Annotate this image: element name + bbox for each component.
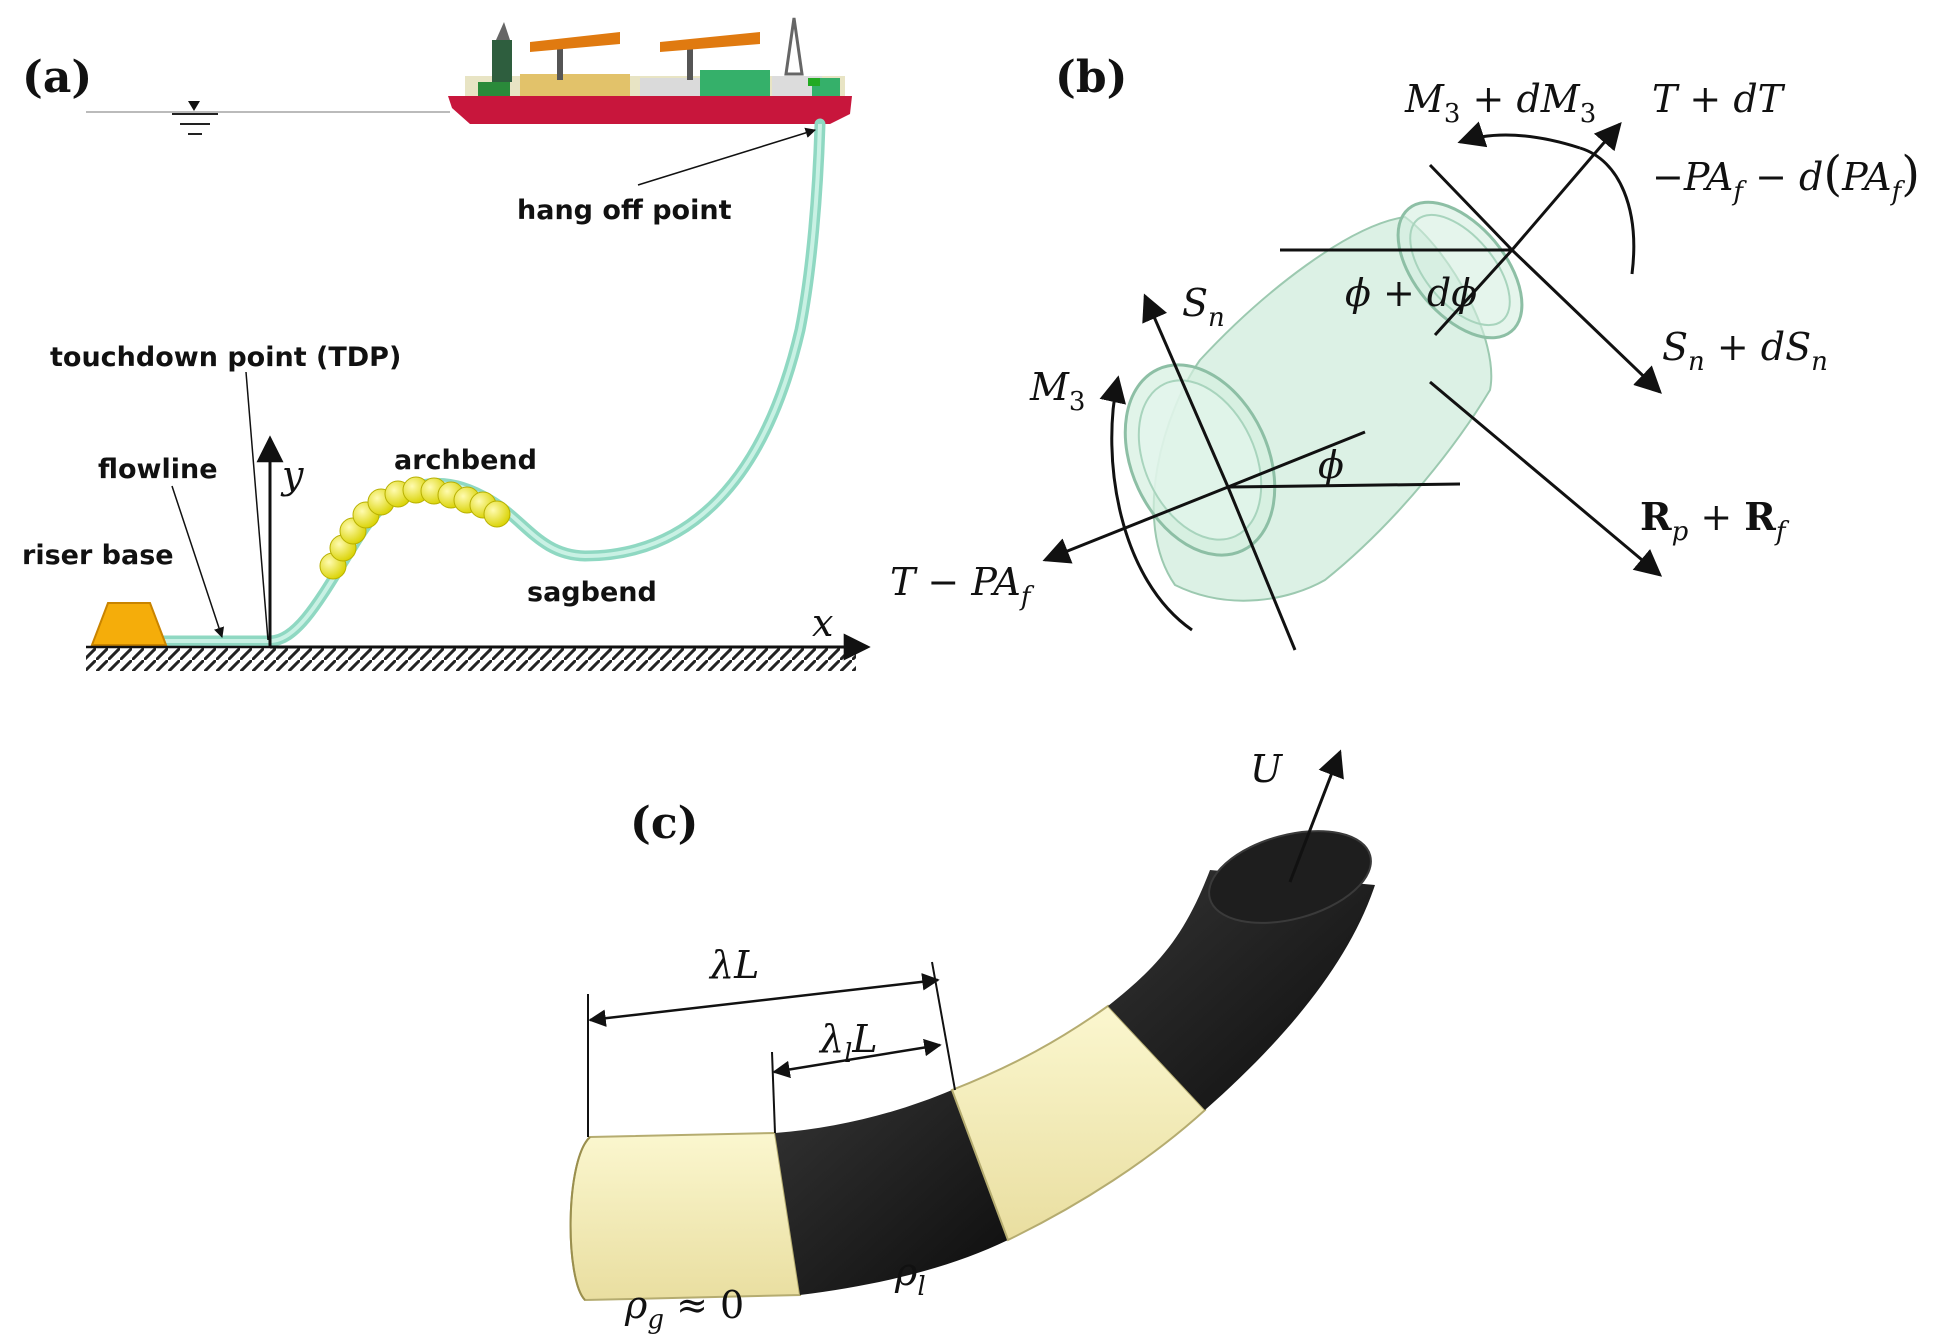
lambda-L-label: λL [708, 943, 759, 987]
rho-g-label: ρg ≈ 0 [624, 1283, 744, 1335]
panel-c-label: (c) [630, 798, 698, 849]
y-axis-label: y [280, 453, 304, 497]
liquid-segment-middle [775, 1090, 1008, 1295]
velocity-arrow [1288, 749, 1344, 883]
shear-left-label: Sn [1182, 281, 1225, 333]
phi-label: ϕ [1318, 443, 1344, 487]
moment-top-label: M3 + dM3 [1404, 77, 1596, 129]
shear-right-arrow [1510, 248, 1662, 394]
pipe-end-cap [1208, 830, 1372, 924]
tension-left-label: T − PAf [890, 560, 1035, 612]
panel-c: (c) U λL λlL ρg ≈ 0 ρl [569, 747, 1375, 1335]
tension-right-arrow [1510, 121, 1622, 251]
hang-off-label: hang off point [517, 195, 732, 226]
gas-segment-middle [950, 1004, 1207, 1242]
reaction-label: Rp + Rf [1640, 494, 1790, 547]
panel-a-label: (a) [22, 52, 92, 103]
panel-b-label: (b) [1055, 52, 1127, 103]
lambda-L-dimension [588, 973, 940, 1027]
seabed [86, 647, 856, 671]
tension-top-label: T + dT [1652, 77, 1786, 121]
slug-pipe [569, 830, 1375, 1302]
phi-reference-line [1227, 482, 1461, 489]
section-right-line [1428, 163, 1514, 252]
phi-dphi-label: ϕ + dϕ [1345, 271, 1477, 315]
tension-left-line [1227, 430, 1366, 489]
lambda-l-L-dimension [772, 1038, 942, 1079]
tdp-label: touchdown point (TDP) [50, 342, 401, 373]
x-axis-label: x [812, 601, 833, 645]
lambda-l-L-label: λlL [818, 1017, 878, 1069]
section-left-line [1226, 486, 1297, 651]
velocity-label: U [1250, 747, 1284, 791]
pipe-element [1123, 200, 1524, 602]
tension-right-line [1433, 248, 1514, 337]
moment-right-arc [1579, 146, 1636, 275]
shear-right-label: Sn + dSn [1662, 325, 1828, 377]
sagbend-label: sagbend [527, 577, 657, 608]
pressure-top-label: −PAf − d(PAf) [1652, 146, 1920, 207]
vessel-icon [448, 17, 852, 124]
moment-left-arc [1099, 375, 1193, 632]
tension-left-arrow [1042, 485, 1229, 564]
rho-l-label: ρl [894, 1250, 926, 1302]
tdp-leader [245, 371, 269, 641]
moment-left-label: M3 [1029, 365, 1085, 417]
riser-base-label: riser base [22, 540, 174, 571]
liquid-segment-right [1108, 870, 1375, 1110]
water-level-icon [172, 101, 218, 135]
panel-b: (b) M3 + dM3 T + dT −PAf − d(PAf) [890, 52, 1920, 651]
hang-off-leader [637, 127, 817, 186]
flowline-label: flowline [98, 454, 218, 485]
flowline-leader [171, 485, 225, 638]
riser-base-block [90, 602, 168, 646]
lambda-l-L-ext-left [771, 1051, 776, 1134]
reaction-force-arrow [1429, 380, 1663, 577]
gas-segment-left [569, 1131, 802, 1302]
archbend-label: archbend [394, 445, 537, 476]
panel-a: (a) [22, 17, 871, 671]
shear-left-arrow [1142, 293, 1230, 488]
buoyancy-modules [319, 476, 511, 580]
